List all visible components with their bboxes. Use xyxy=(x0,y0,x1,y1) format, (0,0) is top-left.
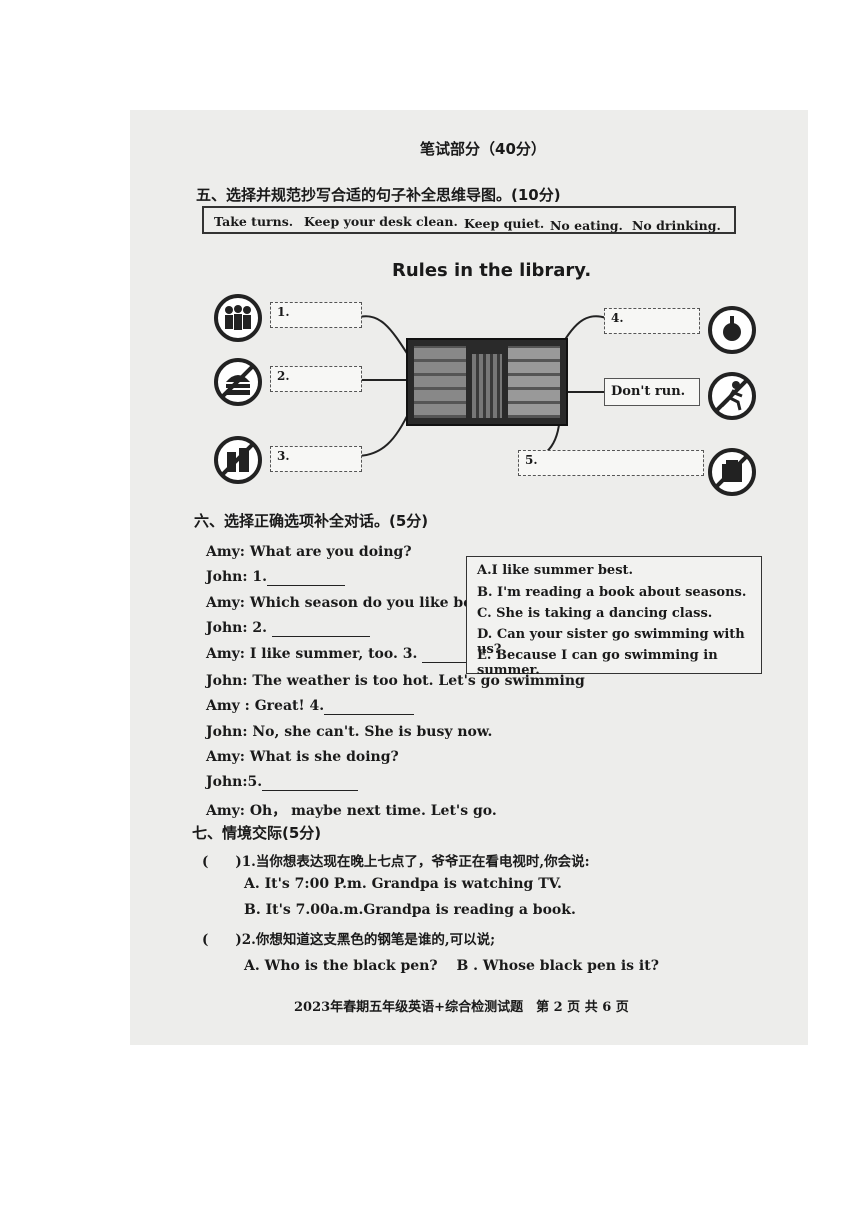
choice-c: C. She is taking a dancing class. xyxy=(477,606,713,621)
dialogue-line-3: Amy: Which season do you like best? xyxy=(206,595,495,611)
blank-4[interactable] xyxy=(324,698,415,715)
dialogue-line-6: John: The weather is too hot. Let's go s… xyxy=(206,673,585,689)
dialogue-line-7: Amy : Great! 4. xyxy=(206,698,415,715)
option-take-turns: Take turns. xyxy=(214,214,294,229)
option-keep-quiet: Keep quiet. xyxy=(464,216,545,231)
section-5-heading: 五、选择并规范抄写合适的句子补全思维导图。(10分) xyxy=(196,186,561,204)
dialogue-line-8: John: No, she can't. She is busy now. xyxy=(206,724,493,740)
dialogue-line-4-text: John: 2. xyxy=(206,620,267,636)
mind-map-title: Rules in the library. xyxy=(392,260,592,281)
slot-1-number: 1. xyxy=(277,305,290,319)
bookshelf-illustration xyxy=(406,338,568,426)
dialogue-line-4: John: 2. xyxy=(206,620,370,637)
q1-prompt: ( )1.当你想表达现在晚上七点了，爷爷正在看电视时,你会说: xyxy=(202,854,590,870)
answer-slot-5[interactable]: 5. xyxy=(518,450,704,476)
q2-prompt: ( )2.你想知道这支黑色的钢笔是谁的,可以说; xyxy=(202,932,496,948)
slot-2-number: 2. xyxy=(277,369,290,383)
no-drinking-icon xyxy=(214,436,262,484)
section-6-heading: 六、选择正确选项补全对话。(5分) xyxy=(194,512,429,530)
dialogue-line-10: John:5. xyxy=(206,774,359,791)
option-no-eating: No eating. xyxy=(550,218,623,233)
dialogue-line-7-text: Amy : Great! 4. xyxy=(206,698,325,714)
dialogue-line-2-text: John: 1. xyxy=(206,569,267,585)
people-queue-icon xyxy=(214,294,262,342)
answer-slot-4[interactable]: 4. xyxy=(604,308,700,334)
exam-page: 笔试部分（40分） 五、选择并规范抄写合适的句子补全思维导图。(10分) Tak… xyxy=(130,110,808,1045)
slot-4-number: 4. xyxy=(611,311,624,325)
q2-options: A. Who is the black pen? B . Whose black… xyxy=(244,958,659,974)
answer-slot-3[interactable]: 3. xyxy=(270,446,362,472)
q1-option-b: B. It's 7.00a.m.Grandpa is reading a boo… xyxy=(244,902,576,918)
choice-a: A.I like summer best. xyxy=(477,563,634,578)
no-running-icon xyxy=(708,372,756,420)
q1-option-a: A. It's 7:00 P.m. Grandpa is watching TV… xyxy=(244,876,562,892)
dialogue-line-5: Amy: I like summer, too. 3. xyxy=(206,646,479,663)
quiet-finger-icon xyxy=(708,306,756,354)
dialogue-line-1: Amy: What are you doing? xyxy=(206,544,412,560)
page-footer: 2023年春期五年级英语+综合检测试题 第 2 页 共 6 页 xyxy=(294,1000,629,1015)
slot-5-number: 5. xyxy=(525,453,538,467)
option-keep-desk-clean: Keep your desk clean. xyxy=(304,214,458,229)
no-eating-icon xyxy=(214,358,262,406)
choice-b: B. I'm reading a book about seasons. xyxy=(477,585,747,600)
blank-5[interactable] xyxy=(262,774,359,791)
dialogue-line-2: John: 1. xyxy=(206,569,345,586)
no-mess-icon xyxy=(708,448,756,496)
slot-3-number: 3. xyxy=(277,449,290,463)
dialogue-line-9: Amy: What is she doing? xyxy=(206,749,399,765)
option-no-drinking: No drinking. xyxy=(632,218,721,233)
blank-1[interactable] xyxy=(266,569,345,586)
blank-3[interactable] xyxy=(422,646,479,663)
blank-2[interactable] xyxy=(271,620,370,637)
dialogue-line-11: Amy: Oh， maybe next time. Let's go. xyxy=(206,803,497,819)
given-rule-box: Don't run. xyxy=(604,378,700,406)
section-7-heading: 七、情境交际(5分) xyxy=(192,824,322,842)
written-section-title: 笔试部分（40分） xyxy=(420,140,546,158)
choices-box: A.I like summer best. B. I'm reading a b… xyxy=(466,556,762,678)
choice-d: D. Can your sister go swimming with us? xyxy=(477,627,745,657)
answer-slot-1[interactable]: 1. xyxy=(270,302,362,328)
choice-e: E. Because I can go swimming in summer. xyxy=(477,648,718,678)
word-bank-box: Take turns. Keep your desk clean. Keep q… xyxy=(202,206,736,234)
answer-slot-2[interactable]: 2. xyxy=(270,366,362,392)
dialogue-line-5-text: Amy: I like summer, too. 3. xyxy=(206,646,418,662)
dialogue-line-10-text: John:5. xyxy=(206,774,263,790)
